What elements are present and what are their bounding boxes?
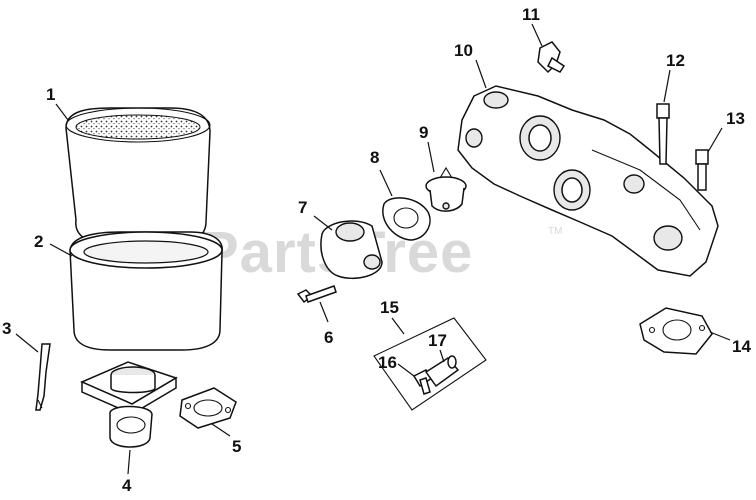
part-17-fitting[interactable] <box>424 355 460 388</box>
leader-9 <box>427 141 435 173</box>
callout-6[interactable]: 6 <box>324 328 333 347</box>
callout-7[interactable]: 7 <box>298 198 307 217</box>
part-2-air-filter[interactable] <box>69 231 223 351</box>
leader-7 <box>313 215 333 231</box>
watermark: PartsTree TM <box>200 220 562 285</box>
leader-15 <box>391 317 405 335</box>
part-3-strap[interactable] <box>35 343 51 411</box>
leader-11 <box>531 23 543 47</box>
leader-3 <box>15 333 39 353</box>
part-1-precleaner[interactable] <box>65 107 211 245</box>
part-12-bolt[interactable] <box>656 103 670 165</box>
part-5-gasket[interactable] <box>179 387 237 429</box>
leader-17 <box>439 349 445 363</box>
leader-16 <box>397 363 415 377</box>
part-7-thermostat-housing[interactable] <box>320 220 383 280</box>
leader-6 <box>319 301 329 323</box>
leader-13 <box>707 127 723 153</box>
callout-9[interactable]: 9 <box>419 123 428 142</box>
callout-3[interactable]: 3 <box>2 319 11 338</box>
part-10-manifold[interactable] <box>457 85 719 277</box>
part-4-filter-base[interactable] <box>80 361 178 448</box>
leader-12 <box>663 69 671 103</box>
leader-2 <box>49 243 73 257</box>
part-9-thermostat[interactable] <box>425 166 467 212</box>
part-11-fitting[interactable] <box>537 41 566 74</box>
callout-8[interactable]: 8 <box>370 148 379 167</box>
callout-15[interactable]: 15 <box>380 298 399 317</box>
part-14-gasket[interactable] <box>639 307 713 355</box>
leader-4 <box>127 449 131 475</box>
part-13-stud[interactable] <box>695 149 709 191</box>
callout-2[interactable]: 2 <box>34 232 43 251</box>
part-8-thermostat-gasket[interactable] <box>382 197 431 241</box>
callout-labels: 1 2 3 4 5 6 7 8 9 10 11 12 13 14 15 16 1… <box>2 5 751 495</box>
callout-13[interactable]: 13 <box>726 109 745 128</box>
callout-10[interactable]: 10 <box>454 41 473 60</box>
part-6-bolt[interactable] <box>296 285 337 304</box>
callout-16[interactable]: 16 <box>378 353 397 372</box>
callout-1[interactable]: 1 <box>46 85 55 104</box>
leader-lines <box>15 23 731 475</box>
callout-12[interactable]: 12 <box>666 51 685 70</box>
callout-4[interactable]: 4 <box>122 476 132 495</box>
leader-1 <box>55 103 69 121</box>
callout-14[interactable]: 14 <box>732 337 751 356</box>
callout-11[interactable]: 11 <box>522 5 540 24</box>
callout-17[interactable]: 17 <box>428 331 447 350</box>
leader-14 <box>709 331 731 341</box>
leader-8 <box>379 169 393 197</box>
part-15-kit-frame[interactable] <box>373 317 487 411</box>
leader-5 <box>211 423 231 437</box>
callout-5[interactable]: 5 <box>232 437 241 456</box>
leader-10 <box>475 59 487 89</box>
watermark-trademark: TM <box>548 226 562 237</box>
